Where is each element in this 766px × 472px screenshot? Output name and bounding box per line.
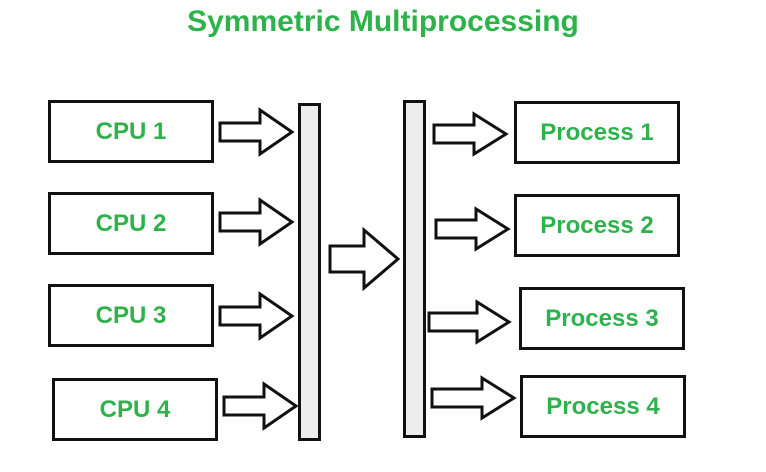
bus-to-process3-arrow bbox=[427, 299, 512, 345]
cpu1-to-bus-arrow bbox=[218, 107, 295, 157]
cpu-box-3: CPU 3 bbox=[48, 284, 214, 347]
bus-to-process1-arrow bbox=[432, 111, 509, 157]
process-box-4: Process 4 bbox=[520, 375, 686, 438]
cpu-box-2: CPU 2 bbox=[48, 192, 214, 255]
process-label: Process 2 bbox=[540, 211, 654, 239]
cpu2-to-bus-arrow bbox=[218, 197, 295, 247]
cpu-box-4: CPU 4 bbox=[52, 378, 218, 441]
cpu-label: CPU 4 bbox=[99, 395, 171, 423]
bus-to-process2-arrow bbox=[434, 206, 511, 252]
cpu-box-1: CPU 1 bbox=[48, 100, 214, 163]
cpu-label: CPU 3 bbox=[95, 301, 167, 329]
process-label: Process 1 bbox=[540, 118, 654, 146]
process-box-3: Process 3 bbox=[519, 287, 685, 350]
process-box-2: Process 2 bbox=[514, 194, 680, 257]
bus-to-bus-arrow bbox=[328, 226, 401, 292]
cpu4-to-bus-arrow bbox=[222, 381, 299, 431]
bus-to-process4-arrow bbox=[430, 375, 517, 421]
process-box-1: Process 1 bbox=[514, 101, 680, 164]
cpu-label: CPU 1 bbox=[95, 117, 167, 145]
cpu-label: CPU 2 bbox=[95, 209, 167, 237]
cpu3-to-bus-arrow bbox=[218, 291, 295, 341]
process-label: Process 3 bbox=[545, 304, 659, 332]
right-bus-bar bbox=[403, 100, 426, 438]
left-bus-bar bbox=[298, 103, 321, 441]
diagram-title: Symmetric Multiprocessing bbox=[187, 5, 579, 38]
process-label: Process 4 bbox=[546, 392, 660, 420]
